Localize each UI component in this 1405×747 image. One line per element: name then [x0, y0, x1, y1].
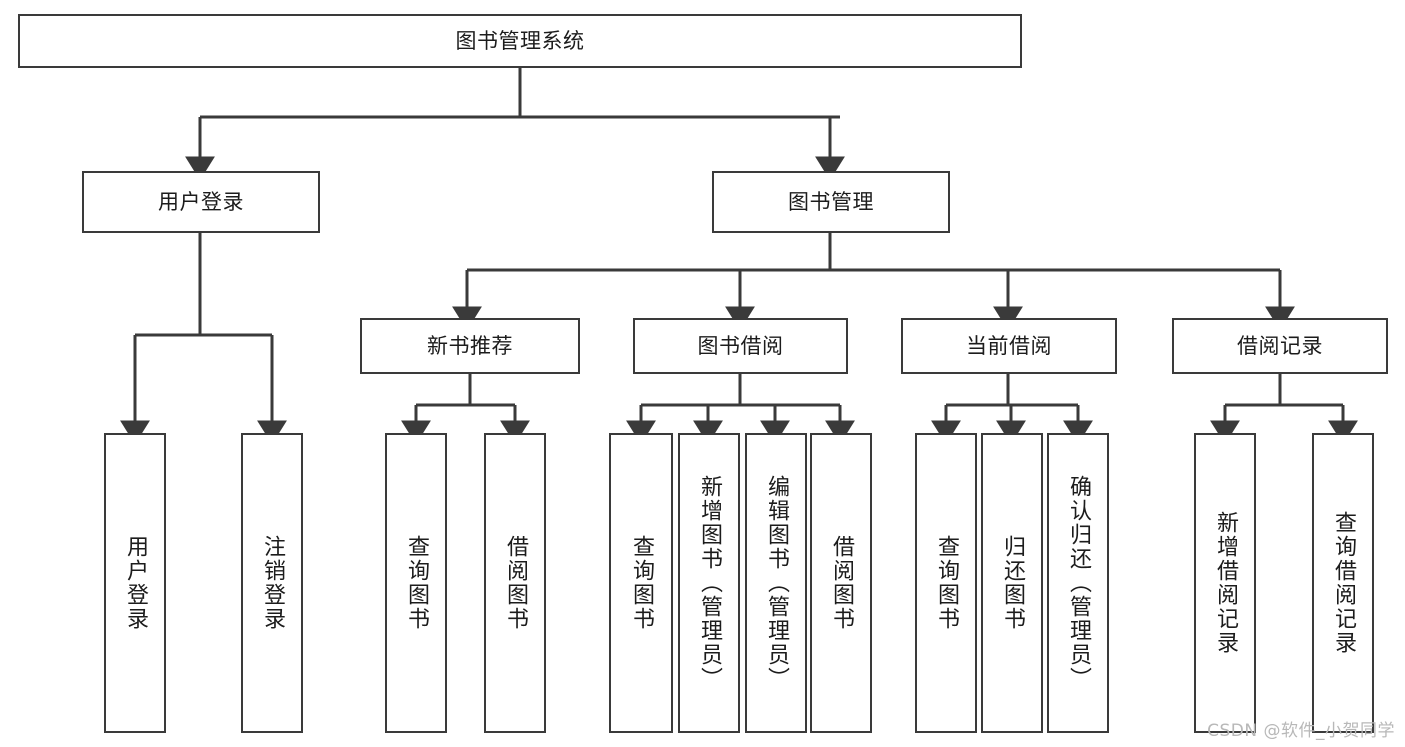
node-root-label: 图书管理系统	[455, 28, 585, 53]
leaf-label: 注销登录	[259, 535, 285, 631]
node-user-login-label: 用户登录	[158, 189, 244, 214]
leaf-label: 借阅图书	[502, 535, 528, 631]
leaf-user-login-login[interactable]: 用户登录	[104, 433, 166, 733]
leaf-book-borrow-query[interactable]: 查询图书	[609, 433, 673, 733]
leaf-user-login-logout[interactable]: 注销登录	[241, 433, 303, 733]
node-current-borrow-label: 当前借阅	[966, 333, 1052, 358]
leaf-label: 查询图书	[628, 535, 654, 631]
leaf-label: 用户登录	[122, 535, 148, 631]
node-new-book-recommend-label: 新书推荐	[427, 333, 513, 358]
node-current-borrow[interactable]: 当前借阅	[901, 318, 1117, 374]
leaf-current-borrow-return[interactable]: 归还图书	[981, 433, 1043, 733]
node-new-book-recommend[interactable]: 新书推荐	[360, 318, 580, 374]
node-root[interactable]: 图书管理系统	[18, 14, 1022, 68]
node-borrow-record[interactable]: 借阅记录	[1172, 318, 1388, 374]
leaf-label: 编辑图书（管理员）	[763, 475, 789, 691]
node-book-borrow[interactable]: 图书借阅	[633, 318, 848, 374]
leaf-label: 查询图书	[933, 535, 959, 631]
node-user-login[interactable]: 用户登录	[82, 171, 320, 233]
leaf-current-borrow-query[interactable]: 查询图书	[915, 433, 977, 733]
leaf-borrow-record-add[interactable]: 新增借阅记录	[1194, 433, 1256, 733]
leaf-current-borrow-confirm[interactable]: 确认归还（管理员）	[1047, 433, 1109, 733]
node-book-management-label: 图书管理	[788, 189, 874, 214]
leaf-label: 归还图书	[999, 535, 1025, 631]
leaf-book-borrow-add[interactable]: 新增图书（管理员）	[678, 433, 740, 733]
leaf-label: 新增图书（管理员）	[696, 475, 722, 691]
leaf-book-borrow-borrow[interactable]: 借阅图书	[810, 433, 872, 733]
leaf-label: 确认归还（管理员）	[1065, 475, 1091, 691]
leaf-label: 查询图书	[403, 535, 429, 631]
leaf-label: 借阅图书	[828, 535, 854, 631]
leaf-book-borrow-edit[interactable]: 编辑图书（管理员）	[745, 433, 807, 733]
leaf-label: 新增借阅记录	[1212, 511, 1238, 655]
node-borrow-record-label: 借阅记录	[1237, 333, 1323, 358]
csdn-watermark: CSDN @软件_小贺同学	[1207, 721, 1395, 741]
node-book-borrow-label: 图书借阅	[697, 333, 784, 358]
leaf-new-book-borrow[interactable]: 借阅图书	[484, 433, 546, 733]
leaf-new-book-query[interactable]: 查询图书	[385, 433, 447, 733]
node-book-management[interactable]: 图书管理	[712, 171, 950, 233]
leaf-borrow-record-query[interactable]: 查询借阅记录	[1312, 433, 1374, 733]
leaf-label: 查询借阅记录	[1330, 511, 1356, 655]
